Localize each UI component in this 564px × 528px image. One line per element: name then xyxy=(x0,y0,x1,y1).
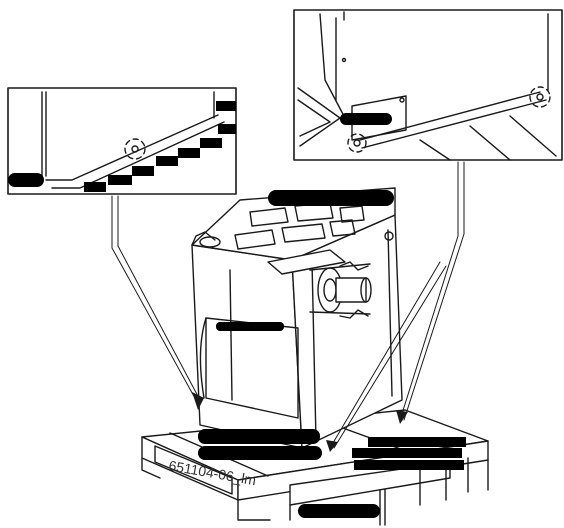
inset-right xyxy=(293,9,563,161)
machine-body xyxy=(191,187,403,449)
shaft-assembly xyxy=(267,249,372,319)
redactions xyxy=(8,101,466,518)
callout-arrows xyxy=(111,161,465,449)
arrow-heads xyxy=(192,392,408,452)
